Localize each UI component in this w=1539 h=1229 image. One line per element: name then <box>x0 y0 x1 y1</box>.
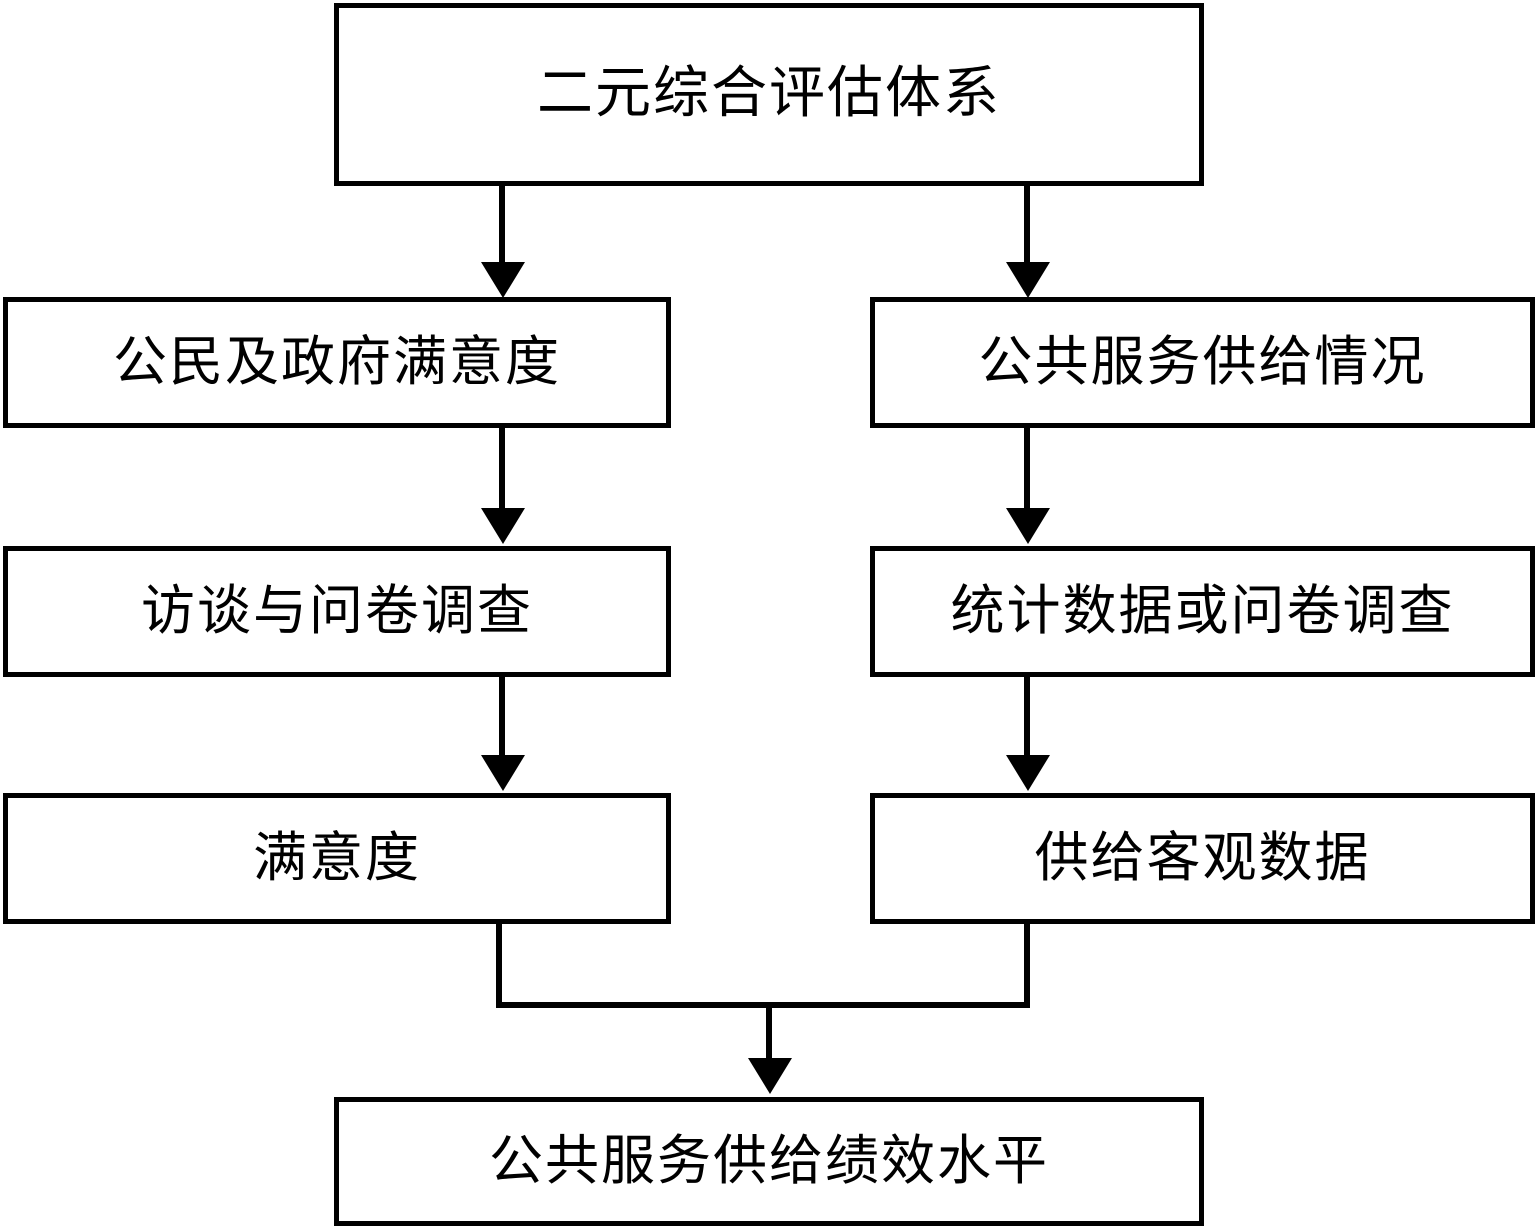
node-root[interactable]: 二元综合评估体系 <box>334 3 1204 186</box>
arrowhead-root-to-satisfaction-dim <box>481 262 525 298</box>
node-satisfaction-label: 满意度 <box>253 827 421 888</box>
node-objective-data[interactable]: 供给客观数据 <box>870 793 1535 924</box>
connector-objective-data-merge-drop <box>1024 924 1030 1008</box>
connector-statistics-survey-to-objective-data <box>1024 677 1030 757</box>
node-satisfaction-dim-label: 公民及政府满意度 <box>113 331 561 392</box>
arrowhead-merge-to-performance <box>748 1058 792 1094</box>
connector-merge-to-performance <box>766 1002 772 1062</box>
node-interview-survey-label: 访谈与问卷调查 <box>141 580 533 641</box>
connector-root-to-supply-dim <box>1024 186 1030 266</box>
connector-satisfaction-dim-to-interview-survey <box>499 428 505 510</box>
arrowhead-interview-survey-to-satisfaction <box>481 755 525 791</box>
node-supply-dim-label: 公共服务供给情况 <box>978 331 1427 392</box>
node-performance-label: 公共服务供给绩效水平 <box>489 1130 1049 1191</box>
connector-merge-bar <box>496 1002 1030 1008</box>
connector-root-to-satisfaction-dim <box>499 186 505 266</box>
connector-supply-dim-to-statistics-survey <box>1024 428 1030 510</box>
node-performance[interactable]: 公共服务供给绩效水平 <box>334 1097 1204 1226</box>
arrowhead-satisfaction-dim-to-interview-survey <box>481 508 525 544</box>
node-satisfaction[interactable]: 满意度 <box>3 793 671 924</box>
connector-satisfaction-merge-drop <box>496 924 502 1008</box>
arrowhead-supply-dim-to-statistics-survey <box>1006 508 1050 544</box>
node-satisfaction-dim[interactable]: 公民及政府满意度 <box>3 297 671 428</box>
node-supply-dim[interactable]: 公共服务供给情况 <box>870 297 1535 428</box>
arrowhead-root-to-supply-dim <box>1006 262 1050 298</box>
connector-interview-survey-to-satisfaction <box>499 677 505 757</box>
node-statistics-survey-label: 统计数据或问卷调查 <box>950 580 1455 641</box>
node-objective-data-label: 供给客观数据 <box>1034 827 1371 888</box>
arrowhead-statistics-survey-to-objective-data <box>1006 755 1050 791</box>
node-root-label: 二元综合评估体系 <box>537 62 1001 125</box>
node-statistics-survey[interactable]: 统计数据或问卷调查 <box>870 546 1535 677</box>
node-interview-survey[interactable]: 访谈与问卷调查 <box>3 546 671 677</box>
